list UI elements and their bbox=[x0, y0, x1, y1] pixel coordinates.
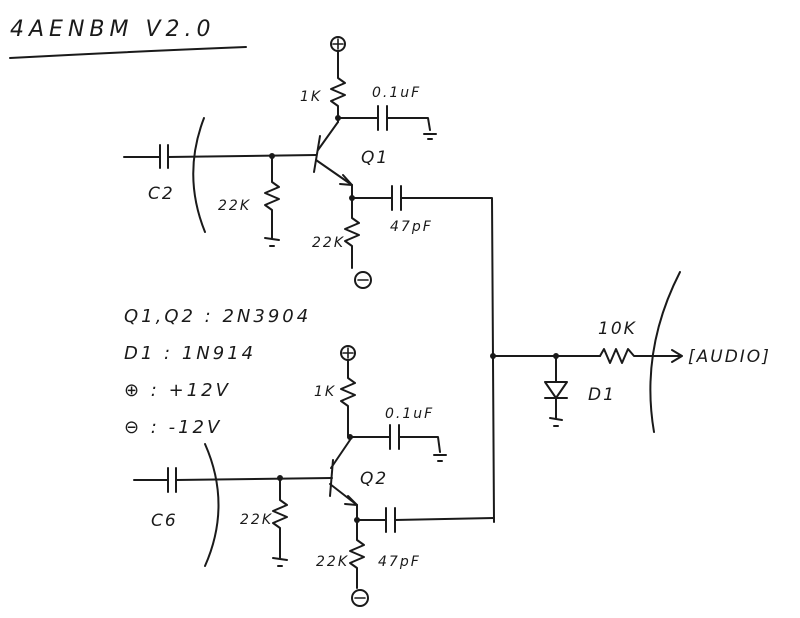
output-resistor-label: 10K bbox=[598, 319, 637, 339]
q1-transistor-icon bbox=[313, 121, 353, 186]
top-bypass-capacitor bbox=[337, 105, 437, 140]
note-positive: ⊕ : +12V bbox=[124, 380, 231, 401]
bottom-emitter-resistor bbox=[349, 519, 365, 589]
top-collector-resistor bbox=[330, 50, 346, 123]
q2-label: Q2 bbox=[360, 469, 388, 489]
note-diode: D1 : 1N914 bbox=[124, 343, 256, 364]
top-bias-resistor bbox=[264, 155, 280, 247]
bottom-collector-resistor bbox=[340, 359, 356, 438]
bottom-input-wire bbox=[133, 467, 333, 493]
note-transistors: Q1,Q2 : 2N3904 bbox=[124, 306, 311, 327]
c6-label: C6 bbox=[151, 511, 178, 531]
bottom-bias-resistor-label: 22K bbox=[240, 512, 273, 528]
note-negative: ⊖ : -12V bbox=[124, 417, 222, 438]
bottom-collector-resistor-label: 1K bbox=[314, 384, 336, 400]
top-coupling-capacitor-label: 47pF bbox=[390, 219, 433, 235]
q2-transistor-icon bbox=[329, 439, 358, 506]
top-input-wire bbox=[123, 144, 317, 169]
top-input-jack-arc bbox=[192, 117, 206, 233]
diode-label: D1 bbox=[588, 385, 616, 405]
bottom-coupling-capacitor-label: 47pF bbox=[378, 554, 421, 570]
top-emitter-resistor bbox=[344, 197, 360, 269]
bottom-negative-supply-icon bbox=[351, 589, 369, 607]
bottom-bias-resistor bbox=[272, 477, 288, 567]
title-underline bbox=[9, 46, 247, 59]
c2-label: C2 bbox=[148, 184, 175, 204]
bottom-emitter-resistor-label: 22K bbox=[316, 554, 349, 570]
bottom-input-jack-arc bbox=[204, 443, 220, 567]
top-collector-resistor-label: 1K bbox=[300, 89, 322, 105]
top-negative-supply-icon bbox=[354, 271, 372, 289]
audio-output-label: [AUDIO] bbox=[688, 347, 771, 367]
top-bypass-capacitor-label: 0.1uF bbox=[372, 85, 421, 101]
top-coupling-capacitor bbox=[351, 185, 495, 523]
q1-label: Q1 bbox=[361, 148, 389, 168]
output-resistor bbox=[599, 348, 683, 364]
top-bias-resistor-label: 22K bbox=[218, 198, 251, 214]
top-emitter-resistor-label: 22K bbox=[312, 235, 345, 251]
top-positive-supply-icon bbox=[330, 36, 346, 52]
diode-icon bbox=[544, 355, 568, 427]
bottom-bypass-capacitor-label: 0.1uF bbox=[385, 406, 434, 422]
output-jack-arc bbox=[649, 271, 681, 433]
bottom-positive-supply-icon bbox=[340, 345, 356, 361]
schematic-title: 4AENBM V2.0 bbox=[10, 17, 216, 42]
bottom-coupling-capacitor bbox=[356, 507, 495, 533]
bottom-bypass-capacitor bbox=[349, 424, 447, 462]
